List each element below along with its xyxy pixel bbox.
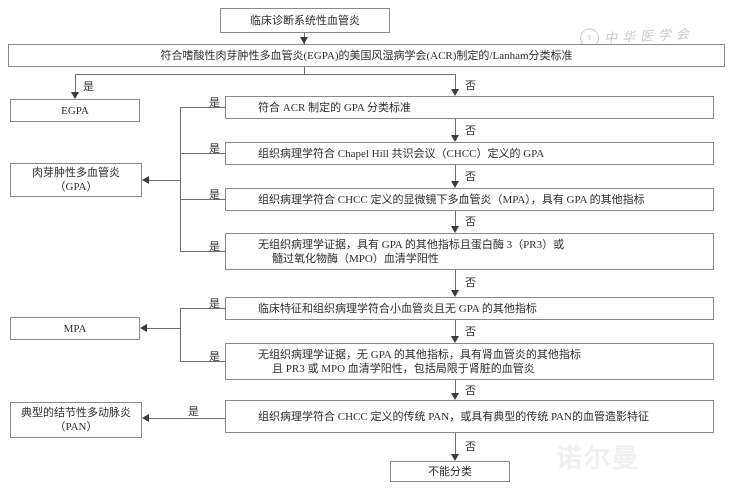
connector-split-stem: [304, 67, 305, 75]
node-chcc-mpa: 组织病理学符合 CHCC 定义的显微镜下多血管炎（MPA），具有 GPA 的其他…: [225, 188, 714, 211]
label-yes: 是: [209, 143, 220, 155]
connector-gpa-collector: [180, 107, 181, 251]
connector-to-mpa: [147, 328, 180, 329]
label-no: 否: [465, 125, 476, 137]
node-chcc-gpa-label: 组织病理学符合 Chapel Hill 共识会议（CHCC）定义的 GPA: [258, 147, 545, 160]
arrowhead-down: [451, 89, 459, 96]
label-no: 否: [465, 385, 476, 397]
connector-no-3: [455, 165, 456, 182]
node-renal-line1: 无组织病理学证据，无 GPA 的其他指标，具有肾血管炎的其他指标: [258, 348, 581, 361]
node-result-pan-line2: （PAN）: [54, 421, 98, 433]
node-acr-gpa-label: 符合 ACR 制定的 GPA 分类标准: [258, 101, 412, 114]
node-pan-criteria: 组织病理学符合 CHCC 定义的传统 PAN，或具有典型的传统 PAN的血管造影…: [225, 400, 714, 433]
label-no: 否: [465, 216, 476, 228]
arrowhead-down: [71, 92, 79, 99]
node-result-mpa: MPA: [10, 317, 140, 340]
node-result-pan-line1: 典型的结节性多动脉炎: [21, 407, 131, 419]
node-result-pan: 典型的结节性多动脉炎 （PAN）: [10, 402, 142, 438]
connector-yes-stub-4: [180, 251, 225, 252]
node-egpa-criteria: 符合嗜酸性肉芽肿性多血管炎(EGPA)的美国风湿病学会(ACR)制定的/Lanh…: [8, 44, 725, 67]
label-yes: 是: [209, 241, 220, 253]
connector-no-5: [455, 270, 456, 291]
connector-no-2: [455, 119, 456, 136]
connector-yes-stub-5: [180, 308, 225, 309]
arrowhead-down: [300, 37, 308, 44]
node-no-histo-gpa: 无组织病理学证据，具有 GPA 的其他指标且蛋白酶 3（PR3）或 髓过氧化物酶…: [225, 233, 714, 270]
node-renal: 无组织病理学证据，无 GPA 的其他指标，具有肾血管炎的其他指标 且 PR3 或…: [225, 343, 714, 380]
node-result-egpa-label: EGPA: [61, 104, 89, 117]
connector-mpa-collector: [180, 308, 181, 361]
label-yes: 是: [209, 351, 220, 363]
label-no: 否: [465, 441, 476, 453]
arrowhead-down: [451, 181, 459, 188]
node-unclassified: 不能分类: [390, 461, 510, 482]
label-no: 否: [465, 326, 476, 338]
connector-yes-stub-2: [180, 153, 225, 154]
node-chcc-mpa-label: 组织病理学符合 CHCC 定义的显微镜下多血管炎（MPA），具有 GPA 的其他…: [258, 193, 645, 206]
label-yes: 是: [209, 189, 220, 201]
connector-split-horizontal: [75, 74, 456, 75]
node-no-histo-gpa-line1: 无组织病理学证据，具有 GPA 的其他指标且蛋白酶 3（PR3）或: [258, 238, 565, 251]
label-yes: 是: [188, 406, 199, 418]
arrowhead-left: [142, 414, 149, 422]
node-result-gpa-line2: （GPA）: [54, 181, 98, 193]
connector-yes-stub-3: [180, 199, 225, 200]
node-unclassified-label: 不能分类: [428, 465, 472, 478]
arrowhead-down: [451, 393, 459, 400]
arrowhead-down: [451, 454, 459, 461]
connector-no-6: [455, 320, 456, 337]
node-egpa-criteria-label: 符合嗜酸性肉芽肿性多血管炎(EGPA)的美国风湿病学会(ACR)制定的/Lanh…: [160, 49, 573, 62]
label-yes: 是: [209, 298, 220, 310]
node-result-gpa: 肉芽肿性多血管炎 （GPA）: [10, 163, 142, 197]
node-result-gpa-line1: 肉芽肿性多血管炎: [32, 167, 120, 179]
connector-to-gpa: [149, 180, 180, 181]
connector-to-pan: [149, 418, 225, 419]
connector-no-7: [455, 380, 456, 394]
connector-yes-egpa: [75, 74, 76, 93]
connector-no-8: [455, 433, 456, 455]
node-renal-line2: 且 PR3 或 MPO 血清学阳性，包括局限于肾脏的血管炎: [272, 362, 535, 375]
label-yes: 是: [209, 97, 220, 109]
connector-yes-stub-1: [180, 107, 225, 108]
watermark-faint-text: 诺尔曼: [556, 443, 641, 473]
node-small-vessel-label: 临床特征和组织病理学符合小血管炎且无 GPA 的其他指标: [258, 302, 537, 315]
arrowhead-left: [140, 324, 147, 332]
arrowhead-down: [451, 336, 459, 343]
arrowhead-down: [451, 290, 459, 297]
label-no: 否: [465, 171, 476, 183]
node-small-vessel: 临床特征和组织病理学符合小血管炎且无 GPA 的其他指标: [225, 297, 714, 320]
arrowhead-down: [451, 226, 459, 233]
node-start: 临床诊断系统性血管炎: [220, 8, 390, 33]
node-result-mpa-label: MPA: [63, 322, 87, 335]
arrowhead-down: [451, 135, 459, 142]
label-no: 否: [465, 80, 476, 92]
label-yes: 是: [83, 81, 94, 93]
node-start-label: 临床诊断系统性血管炎: [250, 14, 360, 27]
node-no-histo-gpa-line2: 髓过氧化物酶（MPO）血清学阳性: [272, 252, 439, 265]
node-result-egpa: EGPA: [10, 99, 140, 122]
node-acr-gpa: 符合 ACR 制定的 GPA 分类标准: [225, 96, 714, 119]
node-pan-criteria-label: 组织病理学符合 CHCC 定义的传统 PAN，或具有典型的传统 PAN的血管造影…: [258, 410, 649, 423]
arrowhead-left: [142, 176, 149, 184]
connector-no-4: [455, 211, 456, 227]
node-chcc-gpa: 组织病理学符合 Chapel Hill 共识会议（CHCC）定义的 GPA: [225, 142, 714, 165]
connector-no-1: [455, 74, 456, 90]
label-no: 否: [465, 277, 476, 289]
connector-yes-stub-6: [180, 361, 225, 362]
